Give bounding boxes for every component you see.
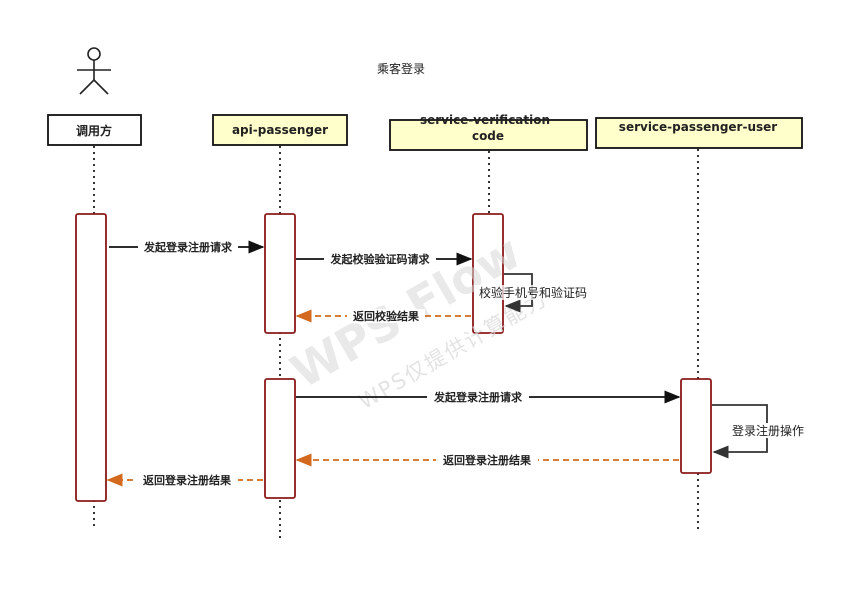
activation-api-2 xyxy=(264,378,296,499)
participant-verification-label-line2: code xyxy=(472,129,504,143)
message-caller-return: 返回登录注册结果 xyxy=(106,473,263,487)
message-label: 登录注册操作 xyxy=(732,423,804,438)
actor-icon xyxy=(77,47,111,95)
message-user-return: 返回登录注册结果 xyxy=(295,453,679,467)
participant-passenger-user-label: service-passenger-user xyxy=(619,120,777,134)
activation-caller xyxy=(75,213,107,502)
participant-caller: 调用方 xyxy=(47,114,142,146)
message-label: 校验手机号和验证码 xyxy=(479,285,587,300)
message-label: 返回校验结果 xyxy=(353,309,419,323)
message-verify-return: 返回校验结果 xyxy=(295,309,471,323)
message-label: 返回登录注册结果 xyxy=(143,473,231,487)
participant-caller-label: 调用方 xyxy=(76,123,112,138)
activation-passenger-user xyxy=(680,378,712,474)
participant-verification: service-verification code xyxy=(389,113,588,151)
message-self-verify: 校验手机号和验证码 xyxy=(474,273,592,313)
message-self-login: 登录注册操作 xyxy=(712,404,808,459)
message-label: 发起登录注册请求 xyxy=(143,240,233,254)
participant-api-passenger: api-passenger xyxy=(212,114,348,146)
message-login-request: 发起登录注册请求 xyxy=(109,240,265,254)
message-user-request: 发起登录注册请求 xyxy=(296,390,681,404)
message-label: 发起登录注册请求 xyxy=(433,390,523,404)
message-label: 发起校验验证码请求 xyxy=(330,252,431,266)
activation-verification xyxy=(472,213,504,334)
participant-api-passenger-label: api-passenger xyxy=(232,123,328,137)
activation-api-1 xyxy=(264,213,296,334)
message-verify-request: 发起校验验证码请求 xyxy=(296,252,473,266)
participant-passenger-user: service-passenger-user xyxy=(595,117,803,149)
diagram-title: 乘客登录 xyxy=(377,61,425,76)
message-label: 返回登录注册结果 xyxy=(443,453,531,467)
participant-verification-label-line1: service-verification xyxy=(420,113,550,127)
